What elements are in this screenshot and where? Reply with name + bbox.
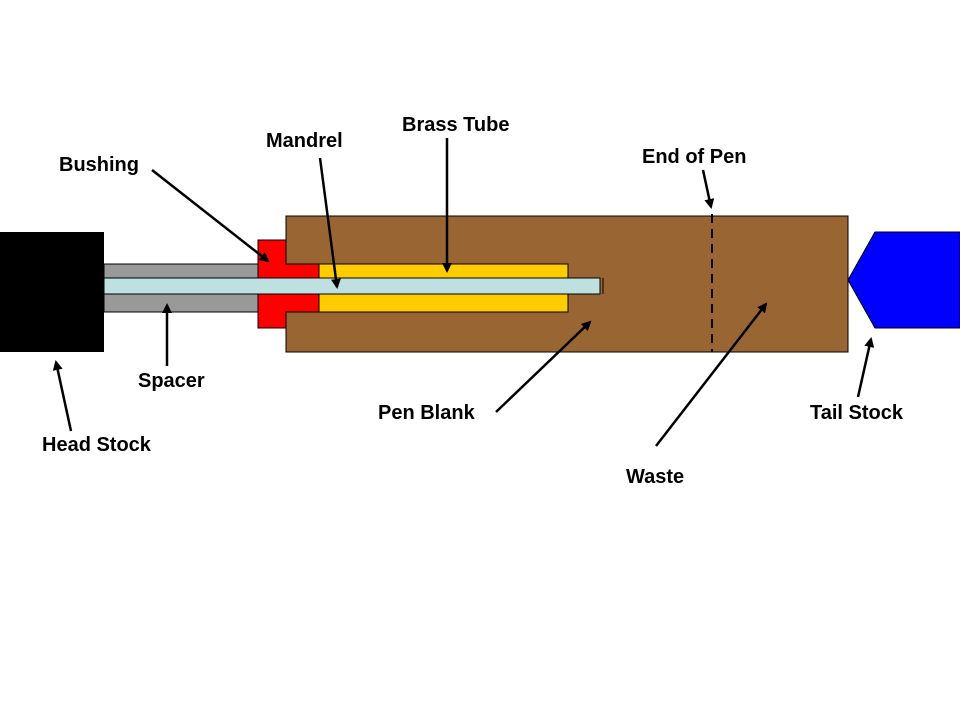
head-stock-block: [0, 232, 104, 352]
label-brass-tube: Brass Tube: [402, 114, 509, 136]
mandrel-rod: [103, 277, 601, 295]
tail-stock-arrow: [856, 337, 875, 398]
bushing-arrow: [151, 169, 270, 263]
label-waste: Waste: [626, 466, 684, 488]
label-tail-stock: Tail Stock: [810, 402, 904, 424]
label-spacer: Spacer: [138, 370, 205, 392]
waste-arrow: [655, 302, 768, 447]
label-pen-blank: Pen Blank: [378, 402, 476, 424]
end-of-pen-arrow: [701, 169, 715, 209]
label-mandrel: Mandrel: [266, 130, 343, 152]
mandrel-arrow: [318, 157, 341, 289]
label-head-stock: Head Stock: [42, 434, 152, 456]
label-end-of-pen: End of Pen: [642, 146, 746, 168]
label-bushing: Bushing: [59, 154, 139, 176]
head-stock-arrow: [52, 360, 73, 432]
pen-blank-arrow: [495, 320, 592, 413]
tail-stock-shape: [847, 231, 960, 329]
